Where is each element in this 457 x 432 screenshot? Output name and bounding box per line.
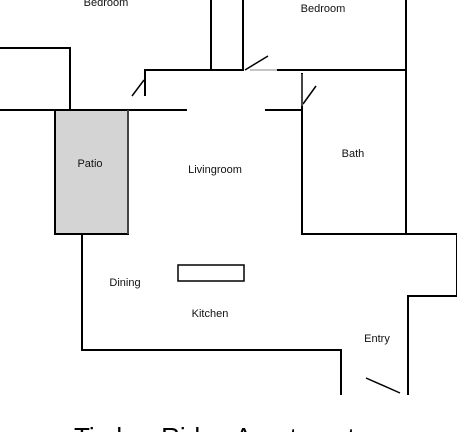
lower-outer-wall <box>81 233 342 395</box>
bedroom-left-label: Bedroom <box>84 0 129 9</box>
bath-wall <box>301 69 407 235</box>
livingroom-label: Livingroom <box>188 164 242 176</box>
entry-label: Entry <box>364 333 390 345</box>
bedroom-door <box>244 55 269 71</box>
hall-wall <box>144 69 212 96</box>
bedroom-right-label: Bedroom <box>301 3 346 15</box>
entry-door <box>365 377 401 394</box>
patio-area <box>54 109 129 235</box>
plan-caption: Timber Ridge Apartment <box>74 422 356 432</box>
hall-door <box>131 79 145 97</box>
bath-label: Bath <box>342 148 365 160</box>
entry-wall <box>405 233 457 395</box>
bath-door <box>302 85 317 105</box>
kitchen-counter <box>177 264 245 282</box>
left-bedroom-wall <box>0 47 71 111</box>
dining-label: Dining <box>109 277 140 289</box>
kitchen-label: Kitchen <box>192 308 229 320</box>
patio-label: Patio <box>77 158 102 170</box>
